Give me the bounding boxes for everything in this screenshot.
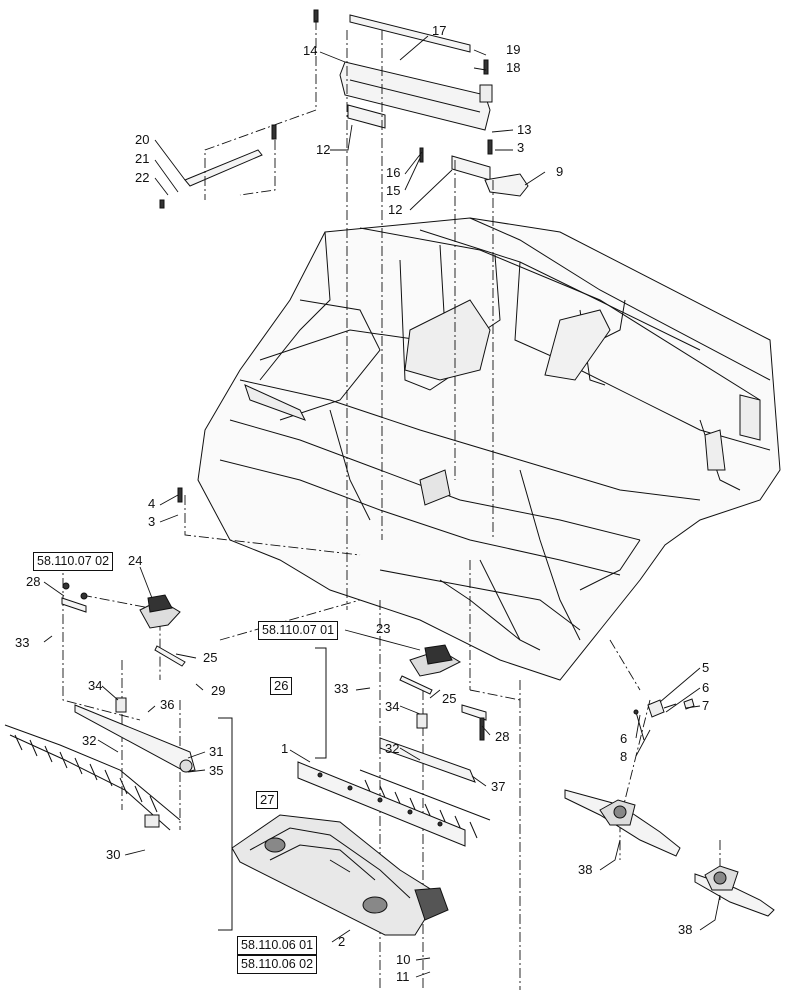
callout-29: 29 <box>211 683 226 698</box>
pivot-bracket-23 <box>409 644 462 677</box>
side-section-38-upper <box>564 789 681 857</box>
callout-14: 14 <box>303 43 318 58</box>
callout-15: 15 <box>386 183 401 198</box>
callout-38-upper: 38 <box>578 862 593 877</box>
callout-8: 8 <box>620 749 628 764</box>
callout-5: 5 <box>702 660 710 675</box>
callout-32-right: 32 <box>385 741 400 756</box>
callout-22: 22 <box>135 170 150 185</box>
callout-28-left: 28 <box>26 574 41 589</box>
callout-24: 24 <box>128 553 143 568</box>
group-box-27: 27 <box>256 791 279 809</box>
callout-3-upper: 3 <box>517 140 525 155</box>
callout-32-left: 32 <box>82 733 97 748</box>
knife-guards-left <box>4 724 181 831</box>
side-section-38-lower <box>694 865 775 917</box>
slide-block-12-upper <box>347 104 386 129</box>
callout-35: 35 <box>209 763 224 778</box>
callout-28-right: 28 <box>495 729 510 744</box>
pin-assembly-5-8 <box>633 698 695 741</box>
arm-long-left <box>74 704 196 773</box>
callout-20: 20 <box>135 132 150 147</box>
callout-7: 7 <box>702 698 710 713</box>
group-bracket-27 <box>218 717 233 931</box>
callout-25-left: 25 <box>203 650 218 665</box>
slide-block-12-lower <box>451 155 491 181</box>
group-box-26: 26 <box>270 677 293 695</box>
callout-36: 36 <box>160 697 175 712</box>
callout-30: 30 <box>106 847 121 862</box>
callout-31: 31 <box>209 744 224 759</box>
reference-box-58-110-06-02[interactable]: 58.110.06 02 <box>237 955 318 974</box>
pivot-bracket-24 <box>139 594 181 629</box>
callout-4: 4 <box>148 496 156 511</box>
callout-33-left: 33 <box>15 635 30 650</box>
callout-9: 9 <box>556 164 564 179</box>
knife-sections-right <box>359 769 491 839</box>
callout-18: 18 <box>506 60 521 75</box>
reference-box-58-110-06-01[interactable]: 58.110.06 01 <box>237 936 318 955</box>
callout-16: 16 <box>386 165 401 180</box>
callout-3-lower: 3 <box>148 514 156 529</box>
callout-13: 13 <box>517 122 532 137</box>
callout-34-left: 34 <box>88 678 103 693</box>
gearbox-housing-2 <box>231 814 449 936</box>
callout-12-upper: 12 <box>316 142 331 157</box>
callout-23: 23 <box>376 621 391 636</box>
group-bracket-26 <box>315 647 327 759</box>
bushing-34-left <box>115 697 127 713</box>
callout-37: 37 <box>491 779 506 794</box>
leader-lines <box>43 35 721 978</box>
callout-25-right: 25 <box>442 691 457 706</box>
top-rail-17 <box>349 14 471 53</box>
callout-6-left: 6 <box>620 731 628 746</box>
bushing-34-right <box>416 713 428 729</box>
pin-25-right <box>399 675 433 695</box>
callout-12-lower: 12 <box>388 202 403 217</box>
knife-back-bar-1 <box>297 761 466 847</box>
callout-2: 2 <box>338 934 346 949</box>
arm-long-right <box>379 737 476 783</box>
reference-box-58-110-07-01[interactable]: 58.110.07 01 <box>258 621 339 640</box>
callout-11: 11 <box>396 969 410 984</box>
lever-28-right <box>461 704 487 741</box>
pin-25-left <box>154 645 186 667</box>
reference-box-58-110-07-02[interactable]: 58.110.07 02 <box>33 552 114 571</box>
callout-38-lower: 38 <box>678 922 693 937</box>
callout-21: 21 <box>135 151 150 166</box>
callout-17: 17 <box>432 23 447 38</box>
main-frame <box>197 217 781 681</box>
bracket-9 <box>484 173 529 197</box>
callout-33-right: 33 <box>334 681 349 696</box>
callout-6-right: 6 <box>702 680 710 695</box>
callout-34-right: 34 <box>385 699 400 714</box>
lever-28-left <box>61 582 88 613</box>
callout-10: 10 <box>396 952 411 967</box>
arm-20 <box>184 149 263 187</box>
callout-1: 1 <box>281 741 289 756</box>
callout-19: 19 <box>506 42 521 57</box>
mounting-plate-14 <box>339 61 493 131</box>
